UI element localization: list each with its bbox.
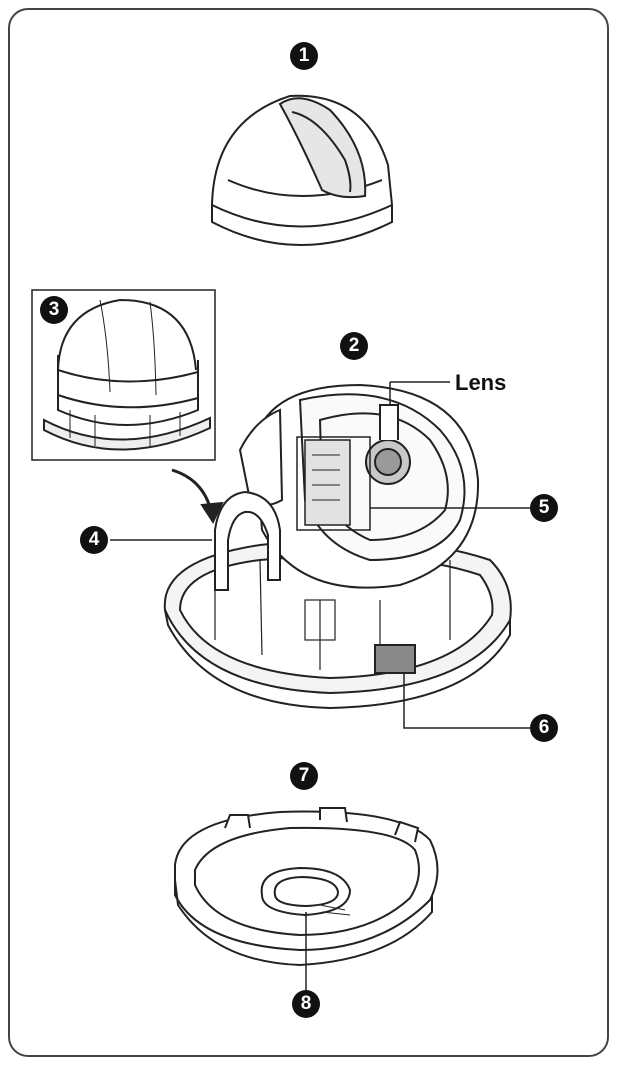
leader-lines (110, 381, 530, 990)
leader-6 (403, 673, 530, 729)
board-highlight (296, 436, 371, 531)
callout-3: 3 (40, 296, 68, 324)
callout-1: 1 (290, 42, 318, 70)
callout-4: 4 (80, 526, 108, 554)
callout-6: 6 (530, 714, 558, 742)
callout-2: 2 (340, 332, 368, 360)
connector-block (374, 644, 416, 674)
camera-assembly (163, 383, 512, 710)
callout-5: 5 (530, 494, 558, 522)
assembly-arrow (171, 468, 224, 525)
dome-cover (211, 94, 393, 246)
callout-7: 7 (290, 762, 318, 790)
mounting-base (174, 807, 439, 967)
lens-label: Lens (455, 370, 507, 395)
callout-8: 8 (292, 990, 320, 1018)
